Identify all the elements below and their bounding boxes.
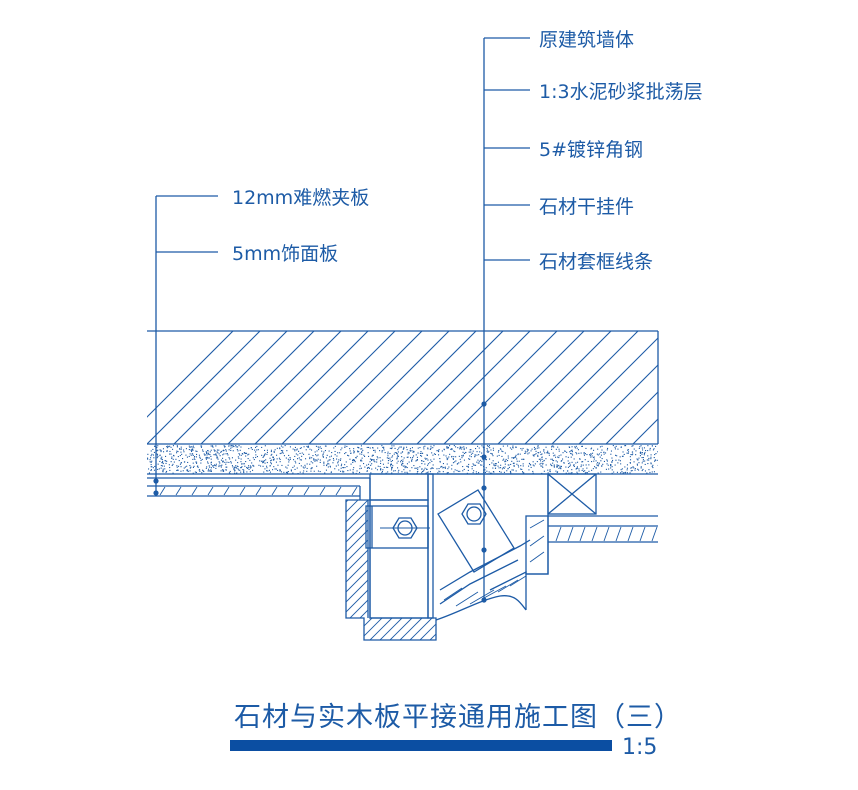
callout-mortar-layer: 1:3水泥砂浆批荡层: [539, 81, 703, 103]
anchor-bolt-left: [380, 517, 430, 539]
drawing-title: 石材与实木板平接通用施工图（三）: [234, 702, 682, 733]
original-wall: [147, 330, 659, 445]
right-wood-panel: [547, 515, 658, 543]
drawing-scale: 1:5: [622, 735, 657, 760]
left-wood-panel: [147, 477, 371, 500]
angle-steel: [365, 505, 429, 549]
callout-angle-steel: 5#镀锌角钢: [539, 139, 643, 161]
mortar-layer: [147, 445, 658, 475]
callout-stone-hanger: 石材干挂件: [539, 196, 634, 218]
callout-plywood: 12mm难燃夹板: [232, 187, 369, 209]
wood-blocking: [547, 473, 597, 515]
stone-frame-trim: [345, 473, 549, 641]
leader-left: [153, 195, 218, 496]
callout-stone-frame-trim: 石材套框线条: [539, 251, 653, 273]
callout-veneer: 5mm饰面板: [232, 243, 338, 265]
callout-original-wall: 原建筑墙体: [539, 29, 634, 51]
stone-hanger: [435, 489, 549, 621]
leader-right: [481, 37, 530, 603]
title-underline: [230, 740, 612, 751]
